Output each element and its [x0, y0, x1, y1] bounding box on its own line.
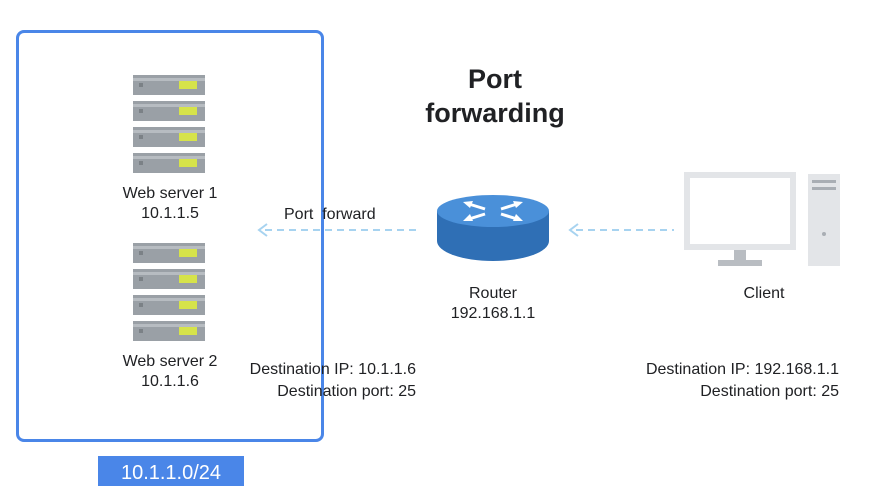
inner-packet-info: Destination IP: 10.1.1.6 Destination por… — [212, 359, 416, 403]
client-arrow — [568, 223, 674, 237]
subnet-label: 10.1.1.0/24 — [98, 456, 244, 486]
outer-destination-ip: Destination IP: 192.168.1.1 — [645, 361, 839, 378]
web-server-2-label: Web server 2 10.1.1.6 — [98, 352, 242, 392]
web-server-1-label: Web server 1 10.1.1.5 — [100, 184, 240, 224]
title-line-1: Port — [468, 64, 522, 94]
web-server-2-name: Web server 2 — [122, 353, 218, 370]
web-server-2-ip: 10.1.1.6 — [141, 373, 199, 390]
router-name: Router — [468, 285, 518, 302]
outer-packet-info: Destination IP: 192.168.1.1 Destination … — [606, 359, 839, 403]
router-icon — [437, 195, 549, 261]
outer-destination-port: Destination port: 25 — [700, 383, 839, 400]
title-line-2: forwarding — [425, 98, 565, 128]
inner-destination-port: Destination port: 25 — [277, 383, 416, 400]
port-forward-label: Port forward — [284, 206, 376, 223]
forward-arrow — [257, 223, 421, 237]
server-icon — [133, 243, 205, 341]
server-icon — [133, 75, 205, 173]
router-ip: 192.168.1.1 — [450, 305, 536, 322]
server-stack-2 — [133, 243, 205, 341]
client-label: Client — [743, 285, 785, 302]
web-server-1-ip: 10.1.1.5 — [141, 205, 199, 222]
computer-icon — [684, 172, 840, 266]
diagram-title: Port forwarding — [400, 62, 590, 130]
router-label: Router 192.168.1.1 — [430, 284, 556, 324]
lan-boundary — [16, 30, 324, 442]
web-server-1-name: Web server 1 — [122, 185, 218, 202]
inner-destination-ip: Destination IP: 10.1.1.6 — [249, 361, 416, 378]
server-stack-1 — [133, 75, 205, 173]
